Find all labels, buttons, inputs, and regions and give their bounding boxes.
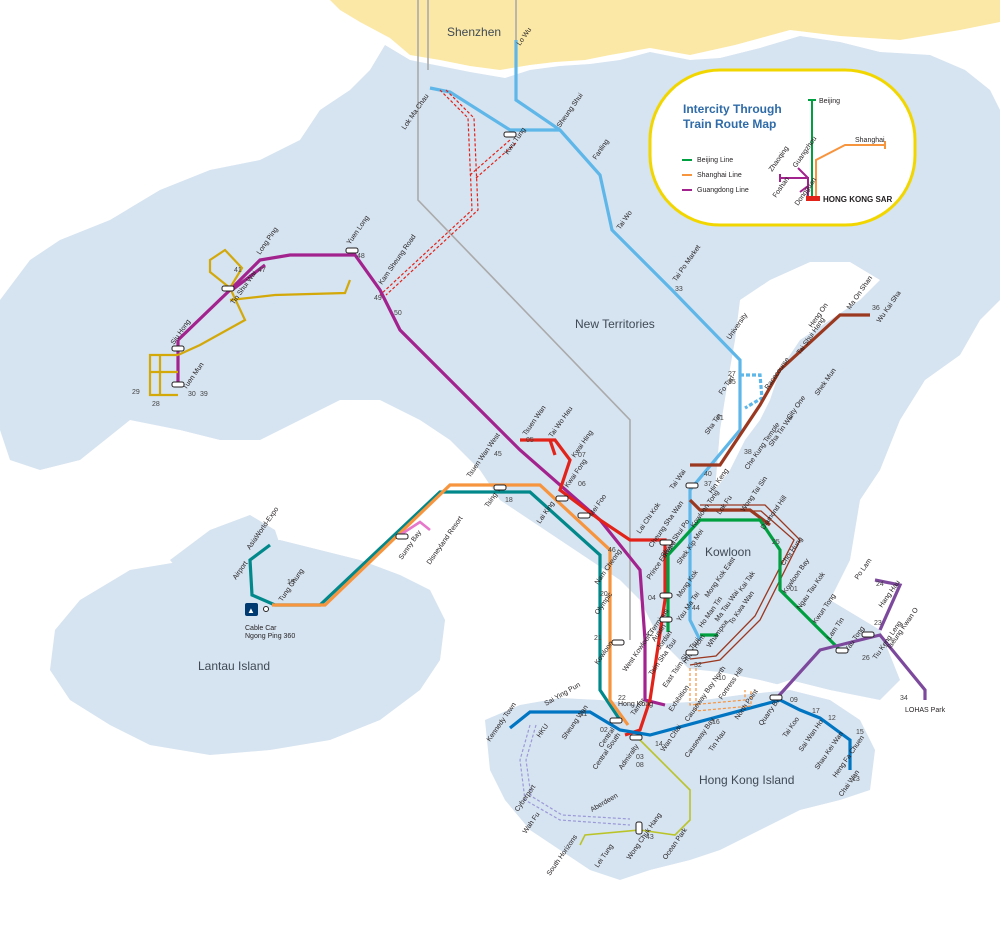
- num-30: 30: [188, 391, 196, 398]
- num-15: 15: [856, 729, 864, 736]
- num-04: 04: [648, 595, 656, 602]
- station-hong-kong: Hong Kong: [618, 701, 653, 708]
- kwun-tong-line: [666, 518, 842, 652]
- num-14: 14: [655, 741, 663, 748]
- city-beijing: Beijing: [819, 98, 840, 105]
- num-06: 06: [578, 481, 586, 488]
- svg-text:▲: ▲: [247, 606, 255, 615]
- num-37: 37: [704, 481, 712, 488]
- airport-express-line: [248, 490, 622, 721]
- num-45: 45: [494, 451, 502, 458]
- num-11: 11: [580, 711, 587, 718]
- intercity-line: [417, 0, 631, 640]
- tolo-harbour: [715, 262, 880, 490]
- num-31: 31: [716, 415, 724, 422]
- legend-shanghai: Shanghai Line: [697, 172, 742, 179]
- region-kowloon: Kowloon: [705, 545, 751, 559]
- num-36: 36: [872, 305, 880, 312]
- num-27: 27: [728, 371, 736, 378]
- num-07: 07: [578, 452, 586, 459]
- disneyland-line: [399, 520, 431, 537]
- city-shanghai: Shanghai: [855, 137, 885, 144]
- num-01: 01: [790, 586, 798, 593]
- inset-title-2: Train Route Map: [683, 117, 776, 131]
- region-lantau: Lantau Island: [198, 659, 270, 673]
- tsuen-wan-line: [520, 438, 667, 737]
- num-22: 22: [618, 695, 626, 702]
- num-03: 03: [636, 754, 644, 761]
- num-26: 26: [862, 655, 870, 662]
- num-42: 42: [646, 631, 654, 638]
- tseung-kwan-o-line: [773, 578, 927, 702]
- num-20: 20: [600, 591, 608, 598]
- num-39: 39: [200, 391, 208, 398]
- num-35: 35: [728, 379, 736, 386]
- ap-lei-chau: [570, 820, 625, 855]
- shenzhen-land: [330, 0, 1000, 70]
- num-08: 08: [636, 762, 644, 769]
- num-19: 19: [287, 579, 295, 586]
- num-10: 10: [718, 675, 726, 682]
- num-47: 47: [258, 267, 266, 274]
- num-41: 41: [234, 267, 242, 274]
- num-29: 29: [132, 389, 140, 396]
- intercity-inset: Intercity Through Train Route Map Beijin…: [648, 68, 917, 227]
- num-25: 25: [772, 539, 780, 546]
- num-46: 46: [608, 547, 616, 554]
- num-02: 02: [600, 727, 608, 734]
- airport-island: [170, 515, 285, 580]
- lok-ma-chau-spur: [379, 89, 517, 296]
- num-24: 24: [876, 581, 884, 588]
- num-49: 49: [374, 295, 382, 302]
- tuen-ma-line: [688, 313, 870, 527]
- cable-car-icon: ▲: [245, 603, 269, 616]
- tung-chung-line: [272, 483, 630, 726]
- num-43: 43: [646, 834, 654, 841]
- south-island-line: [579, 739, 691, 846]
- interchange-markers: [171, 131, 875, 835]
- num-21: 21: [594, 635, 602, 642]
- station-cable-car: Cable Car: [245, 625, 277, 632]
- legend-guangdong: Guangdong Line: [697, 187, 749, 194]
- city-hksar: HONG KONG SAR: [823, 195, 893, 204]
- num-13: 13: [852, 776, 860, 783]
- num-05: 05: [526, 437, 534, 444]
- num-40: 40: [704, 471, 712, 478]
- region-shenzhen: Shenzhen: [447, 25, 501, 39]
- num-48: 48: [357, 253, 365, 260]
- region-new-territories: New Territories: [575, 317, 655, 331]
- num-33: 33: [675, 286, 683, 293]
- station-numbers: 01 02 03 04 05 06 07 08 09 10 11 12 13 1…: [132, 253, 908, 841]
- legend-beijing: Beijing Line: [697, 157, 733, 164]
- num-16: 16: [712, 719, 720, 726]
- lantau-land: [50, 540, 445, 755]
- num-44: 44: [692, 605, 700, 612]
- num-32: 32: [694, 662, 702, 669]
- num-09: 09: [790, 697, 798, 704]
- region-hk-island: Hong Kong Island: [699, 773, 794, 787]
- light-rail-network: [148, 248, 352, 397]
- num-28: 28: [152, 401, 160, 408]
- num-18: 18: [505, 497, 513, 504]
- station-lohas-park: LOHAS Park: [905, 707, 946, 714]
- island-line: [509, 698, 852, 770]
- num-17: 17: [812, 708, 820, 715]
- shatin-central-link: [689, 668, 752, 712]
- num-12: 12: [828, 715, 836, 722]
- station-ngong-ping: Ngong Ping 360: [245, 633, 295, 640]
- south-island-west: [519, 724, 631, 826]
- inset-title-1: Intercity Through: [683, 102, 782, 116]
- num-34: 34: [900, 695, 908, 702]
- num-50: 50: [394, 310, 402, 317]
- num-38: 38: [744, 449, 752, 456]
- num-23: 23: [874, 620, 882, 627]
